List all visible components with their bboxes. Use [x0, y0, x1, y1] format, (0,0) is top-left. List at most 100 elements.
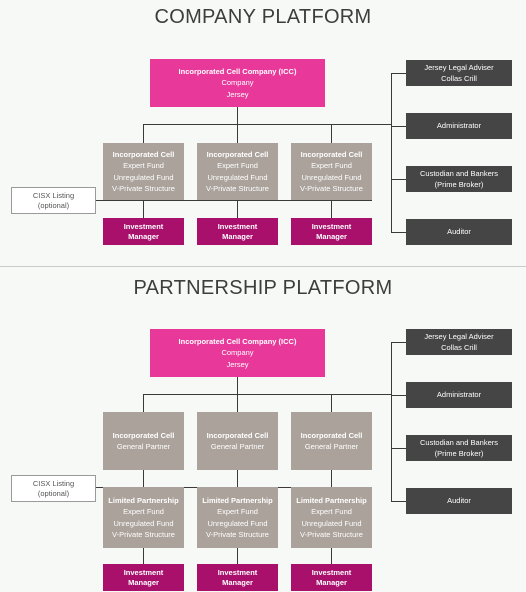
lp-title: Limited Partnership — [202, 495, 273, 505]
connector-line — [331, 394, 332, 412]
cisx-label: CISX Listing — [32, 190, 75, 200]
investment-manager-box: Investment Manager — [291, 564, 372, 591]
legal-adviser-box: Jersey Legal Adviser Collas Crill — [406, 329, 512, 355]
lp-line: Expert Fund — [123, 507, 164, 516]
administrator-box: Administrator — [406, 113, 512, 139]
cell-title: Incorporated Cell — [112, 430, 175, 440]
side-line: Custodian and Bankers — [420, 168, 498, 178]
cell-title: Incorporated Cell — [206, 149, 269, 159]
manager-line: Investment — [123, 221, 164, 231]
manager-line: Investment — [123, 567, 164, 577]
connector-line — [143, 470, 144, 487]
connector-line — [331, 124, 332, 143]
cell-line: Unregulated Fund — [207, 172, 268, 182]
connector-line — [237, 377, 238, 394]
incorporated-cell-box: Incorporated Cell Expert Fund Unregulate… — [291, 143, 372, 200]
cell-line: Unregulated Fund — [301, 172, 362, 182]
side-line: Administrator — [436, 390, 482, 400]
connector-line — [391, 501, 406, 502]
side-line: Administrator — [436, 121, 482, 131]
connector-line — [237, 124, 238, 143]
manager-line: Manager — [128, 577, 159, 587]
cell-line: Expert Fund — [217, 161, 258, 170]
general-partner-cell-box: Incorporated Cell General Partner — [197, 412, 278, 470]
lp-line: Unregulated Fund — [301, 518, 362, 528]
cell-title: Incorporated Cell — [112, 149, 175, 159]
manager-line: Manager — [222, 577, 253, 587]
connector-line — [237, 200, 238, 218]
cisx-optional: (optional) — [37, 488, 70, 498]
connector-line — [391, 73, 406, 74]
cell-line: General Partner — [210, 442, 265, 451]
company-platform-title: COMPANY PLATFORM — [154, 6, 372, 28]
lp-title: Limited Partnership — [108, 495, 179, 505]
cell-line: V-Private Structure — [112, 184, 175, 193]
icc-type: Company — [221, 348, 254, 358]
general-partner-cell-box: Incorporated Cell General Partner — [103, 412, 184, 470]
investment-manager-box: Investment Manager — [291, 218, 372, 245]
lp-title: Limited Partnership — [296, 495, 367, 505]
manager-line: Investment — [311, 567, 352, 577]
cell-line: V-Private Structure — [300, 184, 363, 193]
partnership-platform-title: PARTNERSHIP PLATFORM — [133, 277, 393, 299]
connector-line — [143, 124, 391, 125]
connector-line — [96, 200, 372, 201]
icc-partnership-box: Incorporated Cell Company (ICC) Company … — [150, 329, 325, 377]
section-divider — [0, 266, 526, 267]
connector-line — [143, 394, 144, 412]
connector-line — [391, 448, 406, 449]
icc-jurisdiction: Jersey — [226, 359, 249, 369]
connector-line — [391, 395, 406, 396]
side-line: Collas Crill — [441, 74, 477, 83]
connector-line — [143, 548, 144, 564]
cell-line: General Partner — [116, 442, 171, 451]
cell-title: Incorporated Cell — [300, 149, 363, 159]
connector-line — [237, 470, 238, 487]
custodian-box: Custodian and Bankers (Prime Broker) — [406, 166, 512, 192]
incorporated-cell-box: Incorporated Cell Expert Fund Unregulate… — [103, 143, 184, 200]
manager-line: Investment — [217, 567, 258, 577]
side-line: Jersey Legal Adviser — [424, 62, 494, 72]
cisx-listing-box: CISX Listing (optional) — [11, 187, 96, 214]
icc-jurisdiction: Jersey — [226, 89, 249, 99]
investment-manager-box: Investment Manager — [197, 564, 278, 591]
lp-line: Expert Fund — [311, 507, 352, 516]
manager-line: Investment — [217, 221, 258, 231]
cell-line: Expert Fund — [311, 161, 352, 170]
connector-line — [391, 342, 406, 343]
incorporated-cell-box: Incorporated Cell Expert Fund Unregulate… — [197, 143, 278, 200]
cell-line: Unregulated Fund — [113, 172, 174, 182]
connector-line — [331, 548, 332, 564]
limited-partnership-box: Limited Partnership Expert Fund Unregula… — [197, 487, 278, 548]
connector-line — [237, 394, 238, 412]
cell-title: Incorporated Cell — [206, 430, 269, 440]
cell-line: General Partner — [304, 442, 359, 451]
icc-title: Incorporated Cell Company (ICC) — [178, 66, 297, 76]
connector-line — [237, 548, 238, 564]
manager-line: Investment — [311, 221, 352, 231]
connector-line — [391, 342, 392, 501]
connector-line — [391, 126, 406, 127]
lp-line: Expert Fund — [217, 507, 258, 516]
side-line: Auditor — [447, 227, 471, 237]
cell-line: V-Private Structure — [206, 184, 269, 193]
connector-line — [237, 107, 238, 124]
side-line: (Prime Broker) — [434, 180, 484, 189]
manager-line: Manager — [316, 231, 347, 241]
cisx-listing-box: CISX Listing (optional) — [11, 475, 96, 502]
custodian-box: Custodian and Bankers (Prime Broker) — [406, 435, 512, 461]
auditor-box: Auditor — [406, 488, 512, 514]
side-line: (Prime Broker) — [434, 449, 484, 458]
auditor-box: Auditor — [406, 219, 512, 245]
connector-line — [331, 470, 332, 487]
icc-company-box: Incorporated Cell Company (ICC) Company … — [150, 59, 325, 107]
lp-line: Unregulated Fund — [207, 518, 268, 528]
connector-line — [391, 73, 392, 232]
lp-line: V-Private Structure — [112, 530, 175, 539]
side-line: Auditor — [447, 496, 471, 506]
cisx-label: CISX Listing — [32, 478, 75, 488]
connector-line — [331, 200, 332, 218]
cisx-optional: (optional) — [37, 200, 70, 210]
lp-line: Unregulated Fund — [113, 518, 174, 528]
general-partner-cell-box: Incorporated Cell General Partner — [291, 412, 372, 470]
